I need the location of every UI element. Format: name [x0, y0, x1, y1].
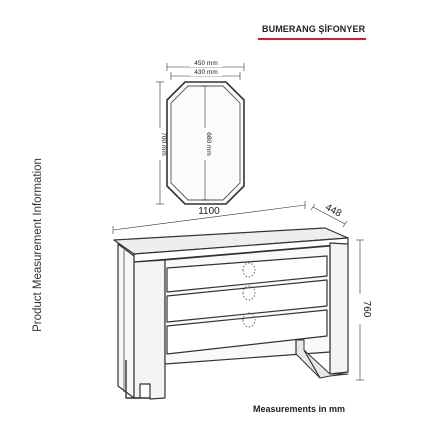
- drawer-top: [166, 255, 328, 293]
- cabinet-height-label: 760: [361, 301, 372, 318]
- mirror-inner-glass: [170, 85, 241, 201]
- mirror-outer-width-label: 450 mm: [194, 60, 217, 67]
- handle-middle: [242, 285, 256, 301]
- handle-bottom: [242, 312, 256, 328]
- mirror-inner-height-label: 680 mm: [205, 132, 212, 155]
- cabinet-right-post: [329, 242, 349, 375]
- metal-frame-right: [295, 339, 349, 379]
- cabinet-width-label: 1100: [198, 206, 220, 217]
- drawer-handles: [242, 262, 256, 328]
- cabinet-left-leg: [133, 259, 166, 400]
- drawer-middle: [166, 279, 328, 323]
- cabinet-depth-label: 448: [323, 202, 343, 220]
- metal-frame-left: [125, 360, 150, 399]
- mirror-inner-width-label: 430 mm: [194, 69, 217, 76]
- product-title: BUMERANG ŞİFONYER: [262, 24, 366, 34]
- handle-top: [242, 262, 256, 278]
- mirror-outer-height-label: 700 mm: [160, 132, 167, 155]
- measurements-note: Measurements in mm: [253, 404, 346, 414]
- cabinet-drawing: [113, 227, 349, 400]
- title-underline: [258, 38, 366, 40]
- drawer-bottom: [166, 309, 328, 355]
